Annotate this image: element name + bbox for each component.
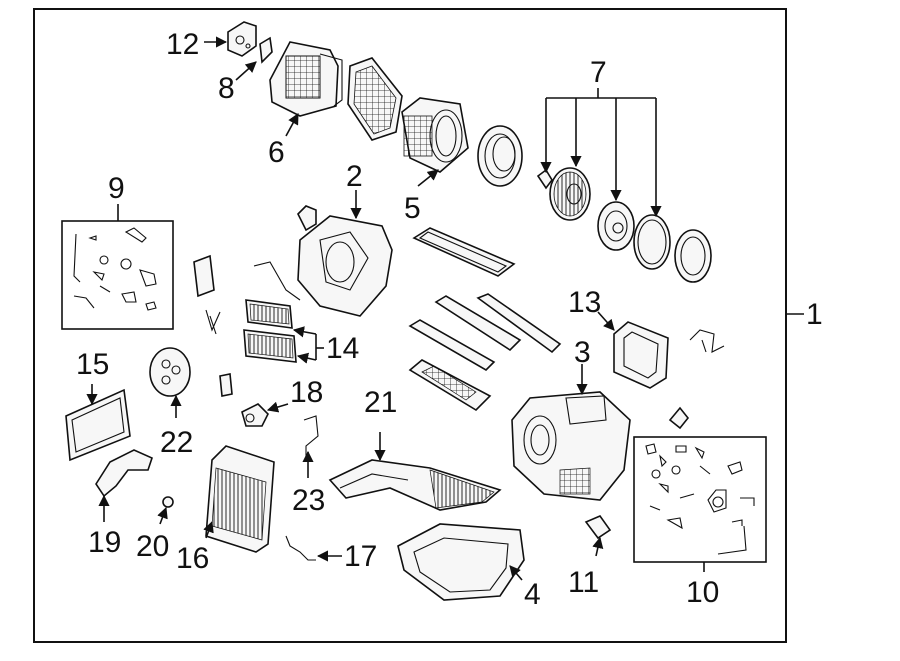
callout-16: 16: [176, 542, 209, 575]
case-clip-part: [668, 406, 690, 430]
callout-11-leader: [592, 536, 604, 557]
callout-23: 23: [292, 484, 325, 517]
callout-18: 18: [290, 376, 323, 409]
callout-15: 15: [76, 348, 109, 381]
seal-strip-part: [205, 309, 221, 335]
actuator-part: [227, 21, 257, 57]
callout-9: 9: [108, 172, 125, 205]
callout-5-leader: [417, 169, 439, 187]
callout-6-leader: [285, 113, 299, 137]
callout-16-leader: [203, 520, 214, 539]
diagram-frame: [33, 8, 787, 643]
callout-20: 20: [136, 530, 169, 563]
temp-sensor-part: [219, 373, 233, 397]
evaporator-part: [205, 445, 275, 553]
callout-20-leader: [157, 506, 168, 525]
callout-2: 2: [346, 160, 363, 193]
callout-12: 12: [166, 28, 199, 61]
callout-11: 11: [568, 566, 599, 599]
callout-7-leader: [540, 88, 662, 218]
callout-13: 13: [568, 286, 601, 319]
filter-panel-part: [65, 388, 131, 462]
callout-22: 22: [160, 426, 193, 459]
callout-6: 6: [268, 136, 285, 169]
door-panel-part: [412, 227, 516, 277]
core-frame-part: [408, 359, 492, 412]
callout-18-leader: [266, 401, 289, 413]
cover-part: [149, 347, 191, 397]
callout-7: 7: [590, 56, 607, 89]
callout-8: 8: [218, 72, 235, 105]
bracket-part-23: [303, 415, 319, 460]
blower-housing-part: [401, 97, 469, 173]
tube-part-19: [95, 449, 153, 498]
case-left-part: [253, 215, 393, 317]
callout-10: 10: [686, 576, 719, 609]
orifice-part-20: [162, 496, 174, 508]
motor-ring-part: [477, 125, 523, 187]
clip-part: [259, 36, 273, 64]
hardware-kit-10-parts: [645, 443, 755, 555]
callout-14: 14: [326, 332, 359, 365]
drain-hose-part: [689, 329, 725, 353]
callout-19: 19: [88, 526, 121, 559]
sensor-part-11: [584, 515, 612, 540]
callout-5: 5: [404, 192, 421, 225]
callout-4: 4: [524, 578, 541, 611]
heater-core-part: [328, 459, 502, 511]
callout-3: 3: [574, 336, 591, 369]
hardware-kit-9-box: [61, 220, 174, 330]
callout-8-leader: [235, 61, 257, 81]
callout-21: 21: [364, 386, 397, 419]
mode-door-part: [408, 293, 562, 372]
callout-13-leader: [597, 311, 615, 331]
hardware-kit-9-parts: [73, 227, 157, 311]
cabin-filter-part: [243, 299, 297, 363]
callout-14-leader: [292, 326, 324, 364]
callout-17: 17: [344, 540, 377, 573]
blower-motor-group: [536, 167, 712, 283]
lower-case-part: [397, 523, 525, 601]
harness-part: [285, 535, 316, 561]
intake-screen-part: [347, 57, 403, 141]
callout-4-leader: [509, 565, 523, 581]
gasket-part: [613, 321, 669, 389]
case-small-parts: [297, 205, 317, 232]
callout-1: 1: [806, 298, 823, 331]
case-right-part: [511, 391, 631, 501]
duct-bracket-part: [193, 254, 215, 298]
resistor-part-18: [241, 403, 269, 427]
hardware-kit-10-box: [633, 436, 767, 563]
intake-housing-part: [269, 41, 343, 117]
